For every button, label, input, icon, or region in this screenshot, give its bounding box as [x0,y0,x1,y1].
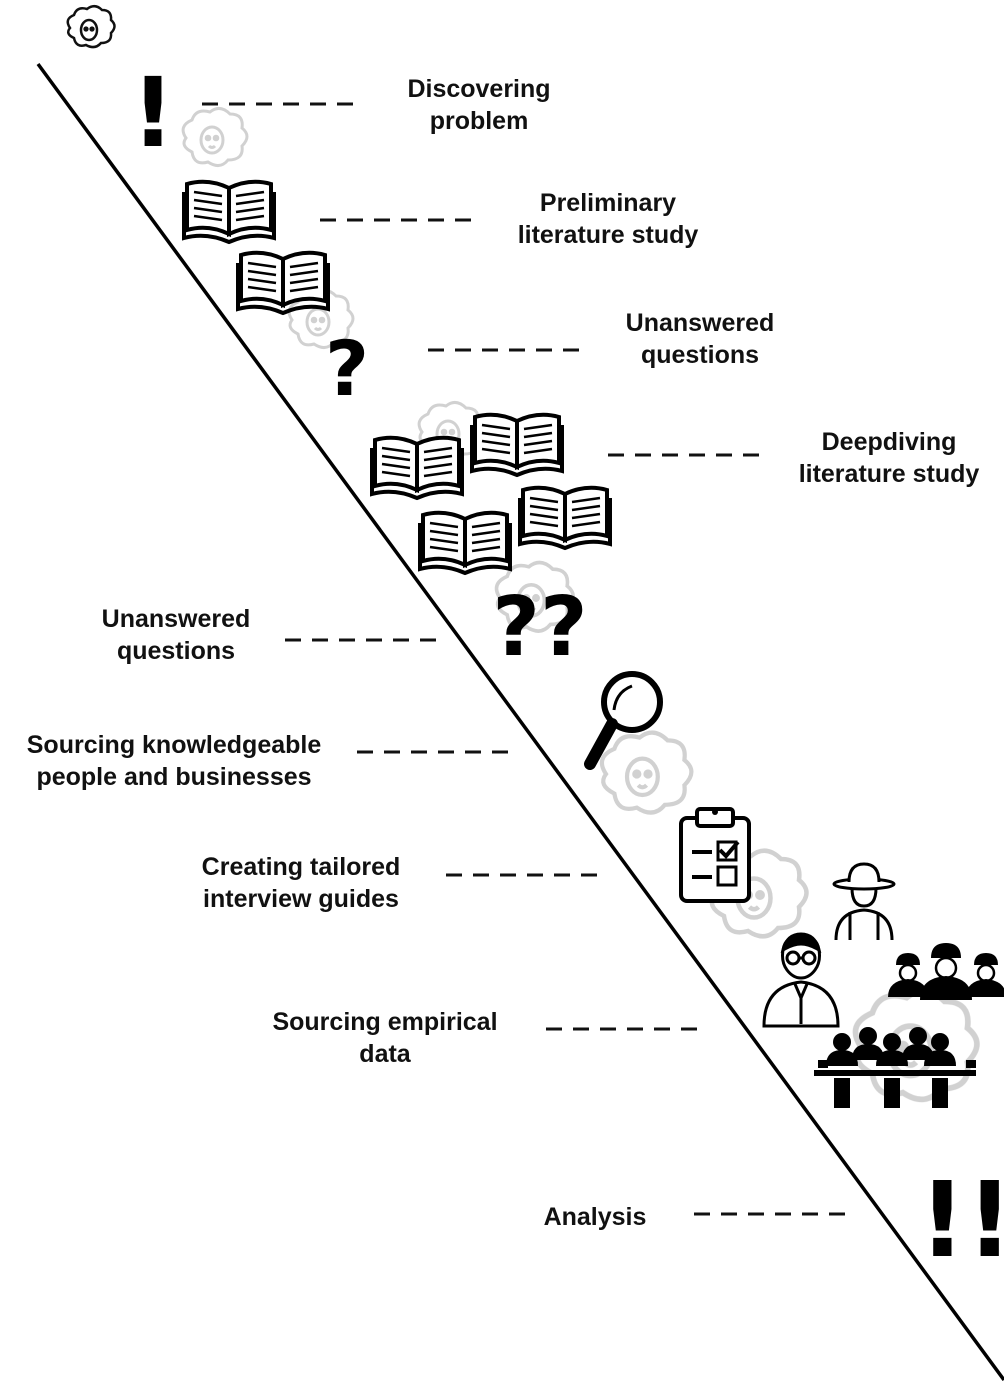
scientist-icon [762,932,840,1028]
exclamation-icon: ! [131,57,175,169]
label-unanswered-questions-1: Unanswered questions [625,309,775,369]
book-icon [236,250,330,315]
label-sourcing-empirical-data: Sourcing empirical data [272,1008,498,1068]
label-discovering-problem: Discovering problem [407,75,551,135]
timeline-diagonal [36,62,1004,1382]
workers-group-icon [888,943,1004,1000]
office-workers-icon [814,1027,976,1108]
label-unanswered-questions-2: Unanswered questions [101,605,251,665]
label-analysis: Analysis [543,1203,647,1231]
double-question-icon: ?? [492,580,587,675]
farmer-icon [832,862,896,941]
book-icon [182,179,276,244]
book-icon [418,510,512,575]
label-creating-interview-guides: Creating tailored interview guides [201,853,401,913]
book-icon [470,412,564,477]
magnifier-icon [584,671,663,770]
sheep-icon [181,106,249,168]
book-icon [370,435,464,500]
clipboard-checklist-icon [679,807,751,903]
label-sourcing-knowledgeable-people: Sourcing knowledgeable people and busine… [26,731,322,791]
label-deepdiving-literature-study: Deepdiving literature study [798,428,980,488]
sheep-logo-icon [66,5,116,49]
label-preliminary-literature-study: Preliminary literature study [517,189,699,249]
sheep-icon [602,733,691,813]
question-icon: ? [325,324,369,413]
double-exclamation-icon: !! [919,1159,1004,1281]
book-icon [518,485,612,550]
